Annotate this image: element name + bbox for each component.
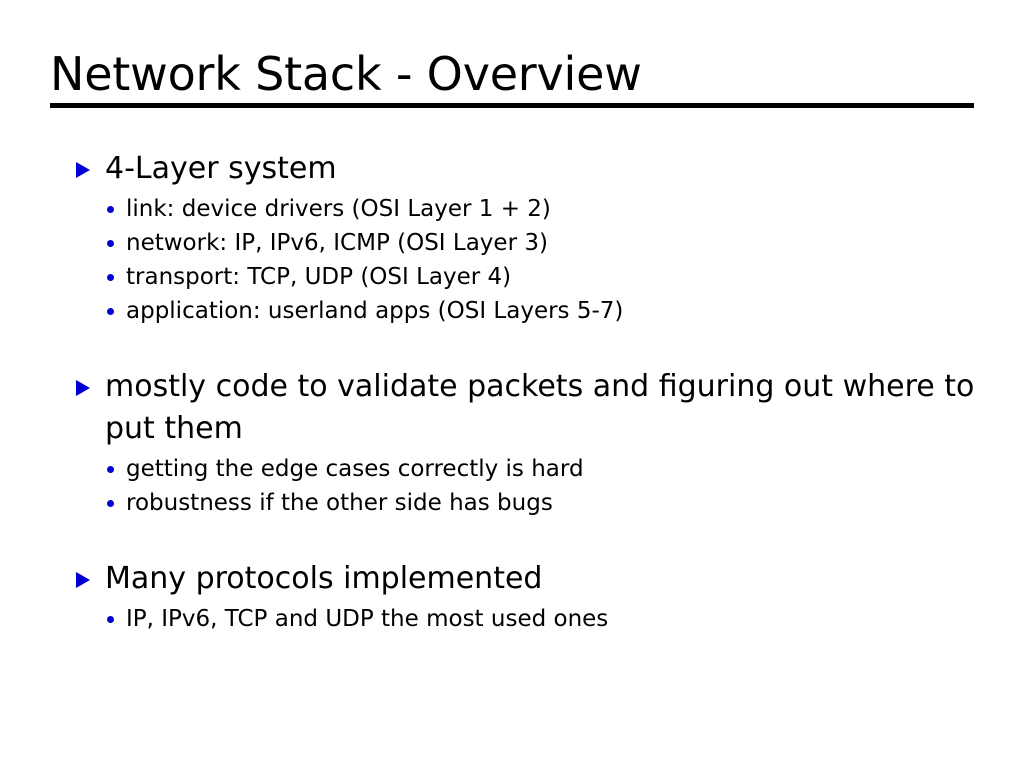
bullet-level2-label: getting the edge cases correctly is hard bbox=[126, 456, 584, 482]
triangle-bullet-icon bbox=[76, 162, 90, 178]
bullet-level2: application: userland apps (OSI Layers 5… bbox=[76, 294, 976, 328]
bullet-level1: 4-Layer system bbox=[76, 148, 976, 190]
sub-bullet-list: getting the edge cases correctly is hard… bbox=[76, 452, 976, 520]
title-underline-rule bbox=[50, 103, 974, 108]
outline-group: Many protocols implemented IP, IPv6, TCP… bbox=[76, 558, 976, 636]
dot-bullet-icon bbox=[107, 206, 114, 213]
bullet-level2-label: IP, IPv6, TCP and UDP the most used ones bbox=[126, 606, 609, 632]
bullet-level2-label: application: userland apps (OSI Layers 5… bbox=[126, 298, 624, 324]
bullet-level1-label: 4-Layer system bbox=[105, 151, 337, 186]
bullet-level2: IP, IPv6, TCP and UDP the most used ones bbox=[76, 602, 976, 636]
bullet-level2-label: link: device drivers (OSI Layer 1 + 2) bbox=[126, 196, 551, 222]
dot-bullet-icon bbox=[107, 274, 114, 281]
slide-body: 4-Layer system link: device drivers (OSI… bbox=[76, 148, 976, 636]
dot-bullet-icon bbox=[107, 500, 114, 507]
page-title: Network Stack - Overview bbox=[50, 47, 642, 101]
bullet-level1-label: Many protocols implemented bbox=[105, 561, 543, 596]
bullet-level2-label: transport: TCP, UDP (OSI Layer 4) bbox=[126, 264, 512, 290]
sub-bullet-list: link: device drivers (OSI Layer 1 + 2) n… bbox=[76, 192, 976, 328]
bullet-level2: network: IP, IPv6, ICMP (OSI Layer 3) bbox=[76, 226, 976, 260]
dot-bullet-icon bbox=[107, 240, 114, 247]
title-block: Network Stack - Overview bbox=[50, 48, 974, 108]
dot-bullet-icon bbox=[107, 616, 114, 623]
bullet-level2-label: network: IP, IPv6, ICMP (OSI Layer 3) bbox=[126, 230, 548, 256]
triangle-bullet-icon bbox=[76, 380, 90, 396]
dot-bullet-icon bbox=[107, 308, 114, 315]
bullet-level2: transport: TCP, UDP (OSI Layer 4) bbox=[76, 260, 976, 294]
bullet-level2: link: device drivers (OSI Layer 1 + 2) bbox=[76, 192, 976, 226]
bullet-level1-label: mostly code to validate packets and figu… bbox=[105, 369, 975, 446]
bullet-level2: robustness if the other side has bugs bbox=[76, 486, 976, 520]
bullet-level1: Many protocols implemented bbox=[76, 558, 976, 600]
dot-bullet-icon bbox=[107, 466, 114, 473]
bullet-level1: mostly code to validate packets and figu… bbox=[76, 366, 976, 450]
sub-bullet-list: IP, IPv6, TCP and UDP the most used ones bbox=[76, 602, 976, 636]
bullet-level2: getting the edge cases correctly is hard bbox=[76, 452, 976, 486]
outline-group: mostly code to validate packets and figu… bbox=[76, 366, 976, 520]
triangle-bullet-icon bbox=[76, 572, 90, 588]
outline-group: 4-Layer system link: device drivers (OSI… bbox=[76, 148, 976, 328]
bullet-level2-label: robustness if the other side has bugs bbox=[126, 490, 553, 516]
